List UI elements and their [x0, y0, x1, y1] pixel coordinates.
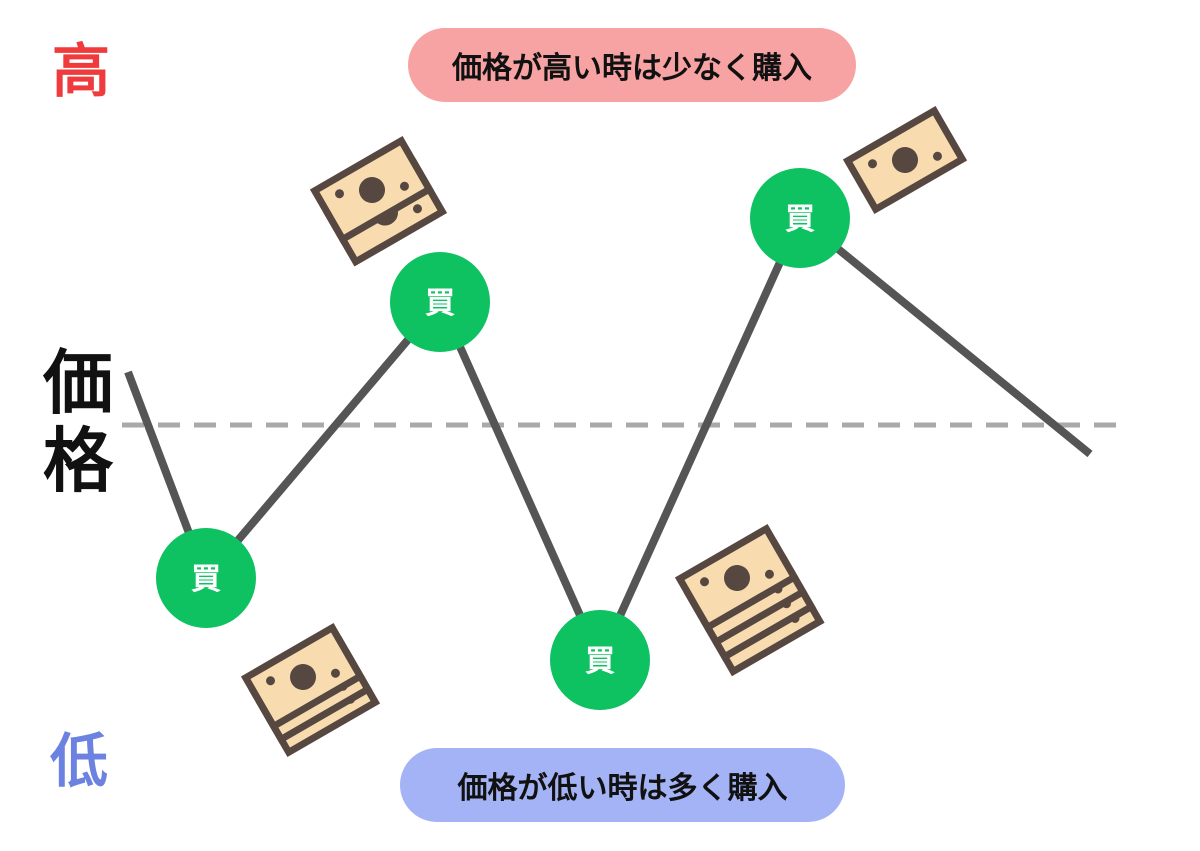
money-bill-icon: [246, 628, 376, 752]
price-axis-char-2: 格: [43, 420, 113, 502]
low-label: 低: [50, 727, 109, 795]
price-line: [124, 211, 1093, 670]
buy-marker-label: 買: [425, 286, 455, 321]
high-price-note: 価格が高い時は少なく購入: [408, 28, 856, 102]
buy-marker-3: 買: [550, 610, 650, 710]
money-bill-icon: [848, 111, 963, 209]
price-axis-char-1: 価: [43, 342, 113, 424]
buy-marker-4: 買: [750, 168, 850, 268]
price-axis-label: 価 格: [40, 344, 116, 500]
buy-marker-label: 買: [585, 644, 615, 679]
high-label: 高: [52, 37, 111, 105]
buy-marker-label: 買: [785, 202, 815, 237]
buy-marker-label: 買: [191, 562, 221, 597]
money-bill-icon: [315, 141, 443, 262]
money-bill-icon: [680, 529, 820, 672]
low-price-note: 価格が低い時は多く購入: [400, 748, 845, 822]
buy-marker-1: 買: [156, 528, 256, 628]
buy-marker-2: 買: [390, 252, 490, 352]
